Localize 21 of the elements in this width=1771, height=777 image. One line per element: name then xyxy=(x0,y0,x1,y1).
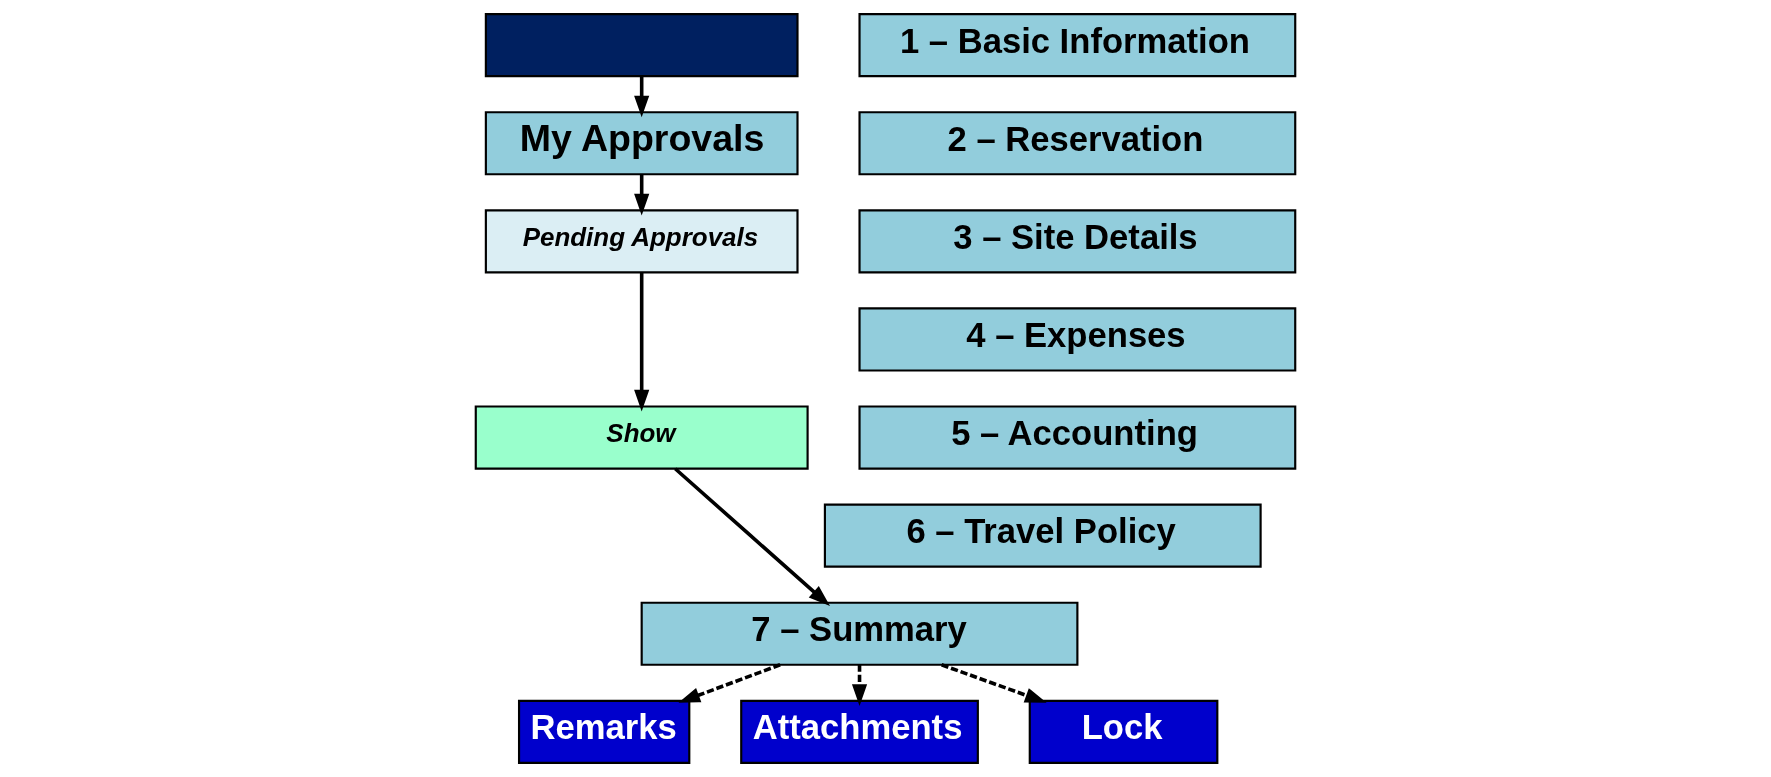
node-box: 5 – Accounting xyxy=(858,405,1297,470)
node-box: 7 – Summary xyxy=(640,601,1079,666)
node-box: Lock xyxy=(1028,699,1219,764)
node-box: 2 – Reservation xyxy=(858,111,1297,176)
node-box xyxy=(484,13,799,78)
arrow xyxy=(851,664,868,706)
arrow xyxy=(678,663,781,703)
node-box: Remarks xyxy=(517,699,691,764)
arrow xyxy=(941,663,1047,703)
arrow xyxy=(634,76,650,118)
node-box: Pending Approvals xyxy=(484,209,799,274)
arrow xyxy=(634,174,650,216)
node-box: 3 – Site Details xyxy=(858,209,1297,274)
arrow xyxy=(674,467,830,607)
node-box: 1 – Basic Information xyxy=(858,13,1297,78)
arrow xyxy=(634,272,650,412)
node-box: My Approvals xyxy=(484,111,799,176)
node-box: 4 – Expenses xyxy=(858,307,1297,372)
node-box: 6 – Travel Policy xyxy=(823,503,1262,568)
node-box: Show xyxy=(474,405,809,470)
node-box: Attachments xyxy=(740,699,979,764)
